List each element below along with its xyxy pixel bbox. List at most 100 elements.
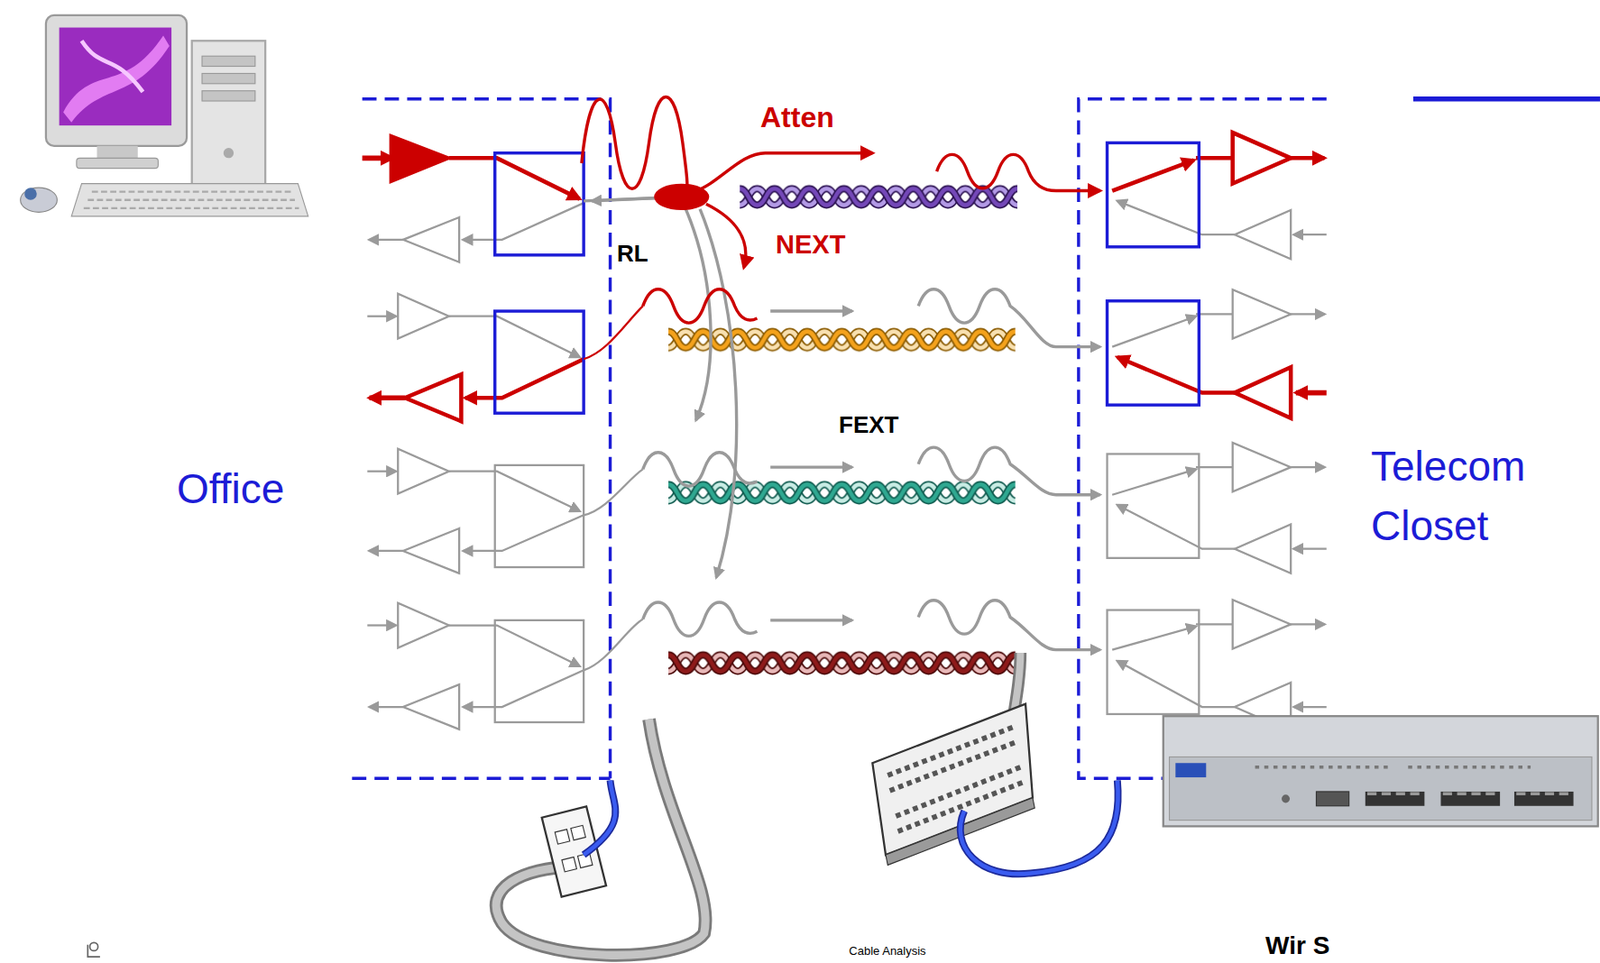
signal-wave xyxy=(770,465,853,469)
closet-transceiver xyxy=(1195,623,1233,626)
signal-wave xyxy=(937,154,1101,191)
closet-transceiver xyxy=(1107,453,1200,558)
network-switch xyxy=(1367,791,1572,795)
header-rule xyxy=(1413,96,1600,102)
attenuation-label: Atten xyxy=(760,101,835,134)
closet-transceiver xyxy=(1195,156,1233,161)
signal-wave xyxy=(643,452,758,487)
closet-transceiver xyxy=(1294,548,1327,551)
region-label: Office xyxy=(173,462,288,515)
signal-wave xyxy=(583,468,644,515)
network-switch xyxy=(1169,756,1592,820)
closet-transceiver xyxy=(1296,390,1327,396)
computer-icon xyxy=(82,40,144,92)
computer-icon xyxy=(59,27,172,127)
region-name: Telecom Closet xyxy=(1370,436,1552,556)
office-transceiver xyxy=(397,603,450,649)
closet-transceiver xyxy=(1234,524,1291,574)
computer-icon xyxy=(202,55,256,66)
office-transceiver xyxy=(397,294,450,340)
signal-wave xyxy=(653,183,709,211)
computer-icon xyxy=(45,15,187,147)
wall-outlet xyxy=(570,825,586,840)
office-transceiver xyxy=(449,471,580,512)
patch-panel xyxy=(960,780,1119,874)
closet-transceiver xyxy=(1107,610,1200,715)
closet-transceiver xyxy=(1117,357,1235,394)
wall-outlet xyxy=(561,856,577,872)
office-transceiver xyxy=(495,153,584,256)
wall-outlet xyxy=(496,719,706,957)
signal-wave xyxy=(643,602,758,636)
footer-title: Wir S xyxy=(1265,932,1330,961)
closet-transceiver xyxy=(1195,466,1233,469)
computer-icon xyxy=(192,40,266,199)
signal-wave xyxy=(770,618,853,622)
closet-transceiver xyxy=(1290,156,1325,161)
closet-transceiver xyxy=(1195,312,1233,315)
office-transceiver xyxy=(403,684,460,730)
signal-wave xyxy=(685,209,711,421)
closet-transceiver xyxy=(1294,233,1327,236)
patch-panel xyxy=(960,780,1119,874)
closet-transceiver xyxy=(1234,367,1291,419)
computer-icon xyxy=(202,91,256,102)
office-transceiver xyxy=(403,528,460,574)
office-transceiver xyxy=(449,625,580,667)
region-label: Telecom Closet xyxy=(1367,434,1555,558)
wall-outlet xyxy=(496,719,706,957)
signal-wave xyxy=(918,289,1100,348)
office-transceiver xyxy=(449,157,580,199)
closet-transceiver xyxy=(1107,142,1200,247)
closet-transceiver xyxy=(1117,201,1235,235)
crosstalk-label: NEXT xyxy=(775,230,846,260)
closet-transceiver xyxy=(1117,661,1235,708)
closet-transceiver xyxy=(1294,706,1327,709)
return-loss-label: RL xyxy=(616,240,649,267)
office-transceiver xyxy=(463,202,585,240)
crosstalk-label: FEXT xyxy=(838,412,899,439)
closet-transceiver xyxy=(1232,442,1291,492)
office-boundary xyxy=(351,99,610,779)
closet-transceiver xyxy=(1112,160,1195,192)
office-transceiver xyxy=(403,217,460,263)
office-transceiver xyxy=(495,465,584,568)
office-transceiver xyxy=(397,449,450,495)
signal-wave xyxy=(581,96,688,197)
region-name: Office xyxy=(176,464,285,514)
computer-icon xyxy=(76,157,159,168)
wall-outlet xyxy=(554,829,570,845)
signal-wave xyxy=(706,203,746,267)
patch-panel xyxy=(872,652,1118,874)
signal-wave xyxy=(770,309,853,313)
closet-transceiver xyxy=(1234,210,1291,259)
computer-icon xyxy=(20,15,309,217)
closet-transceiver xyxy=(1112,468,1196,495)
office-transceiver xyxy=(390,135,449,182)
computer-icon xyxy=(202,73,256,83)
wall-outlet xyxy=(583,780,616,856)
closet-transceiver xyxy=(1112,316,1196,348)
twisted-pair xyxy=(668,327,1016,352)
signal-wave xyxy=(699,209,737,578)
office-transceiver xyxy=(362,135,585,729)
office-transceiver xyxy=(404,374,461,422)
corner-logo xyxy=(87,942,101,957)
computer-icon xyxy=(223,147,234,158)
computer-icon xyxy=(71,183,308,217)
office-transceiver xyxy=(465,358,584,398)
closet-transceiver xyxy=(1232,289,1291,339)
signal-wave xyxy=(581,96,1101,671)
network-switch xyxy=(1175,763,1206,778)
office-transceiver xyxy=(449,316,580,358)
signal-wave xyxy=(643,289,758,323)
network-switch xyxy=(1315,791,1349,807)
patch-panel xyxy=(887,726,1022,833)
closet-transceiver xyxy=(1232,599,1291,649)
network-switch xyxy=(1163,716,1599,827)
closet-transceiver xyxy=(1117,505,1235,550)
closet-transceiver xyxy=(1232,132,1291,184)
computer-icon xyxy=(83,192,300,209)
twisted-pair xyxy=(668,480,1016,506)
